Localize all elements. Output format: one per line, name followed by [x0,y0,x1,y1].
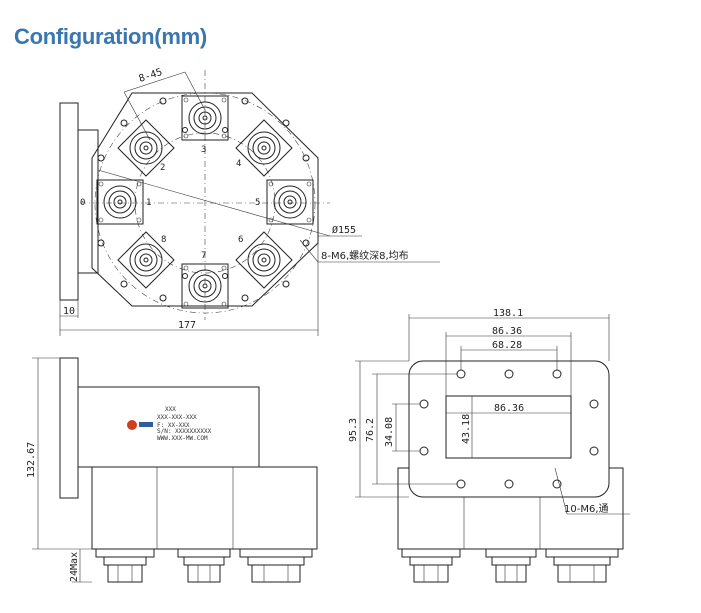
port-number-5: 5 [255,198,260,208]
port-number-6: 6 [238,235,243,245]
side-view: XXX XXX-XXX-XXX F: XX-XXX S/N: XXXXXXXXX… [26,357,318,583]
dim-h1-label: 95.3 [348,418,359,442]
angle-ext-line-2 [184,71,206,111]
port-7 [181,263,229,309]
page-title: Configuration(mm) [14,24,207,49]
mount-hole [282,280,290,288]
port-2 [117,119,175,177]
top-view: 0 1 2 3 4 5 6 7 8 8-45 Ø155 8-M6,螺纹深8,均布… [59,67,440,336]
dim-mid1-label: 86.36 [492,326,522,337]
mount-hole [97,239,105,247]
top-waveguide-body [77,129,99,274]
mount-hole [120,280,128,288]
inner-width-label: 86.36 [494,403,524,414]
max-label: 24Max [69,552,80,582]
front-connectors [401,548,619,583]
port-number-8: 8 [161,235,166,245]
mount-hole [120,119,128,127]
angle-dim-line [123,71,186,93]
mount-hole [159,97,167,105]
mount-hole [241,294,249,302]
top-flange-plate [59,102,79,301]
front-hole-label: 10-M6,通 [564,503,609,515]
height-label: 132.67 [26,442,37,478]
front-flange [408,360,610,498]
port-number-2: 2 [160,163,165,173]
waveguide-opening [445,395,572,459]
nameplate-line-4: S/N: XXXXXXXXXX [157,428,212,435]
mount-hole [159,294,167,302]
octagon-housing [91,92,319,307]
angle-label: 8-45 [138,67,164,85]
flange-label: 10 [63,306,75,317]
mount-hole [282,119,290,127]
mount-hole [302,239,310,247]
dim-mid2-label: 68.28 [492,340,522,351]
nameplate-line-3: F: XX-XXX [157,422,190,429]
nameplate-logo [127,420,153,430]
mounting-holes [97,97,310,302]
port-number-0: 0 [80,198,85,208]
mount-hole [182,273,188,279]
diameter-label: Ø155 [332,224,356,236]
mount-hole [97,154,105,162]
front-hole-leader [554,467,568,515]
mount-hole [222,127,228,133]
dim-h2-label: 76.2 [365,418,376,442]
nameplate-line-5: WWW.XXX-MW.COM [157,435,208,442]
side-filter-body [91,466,318,550]
mount-hole [222,273,228,279]
hole-spec-label: 8-M6,螺纹深8,均布 [321,249,409,262]
port-5 [266,179,314,225]
nameplate-line-1: XXX [165,406,176,413]
port-1 [96,179,144,225]
mount-hole [241,97,249,105]
inner-height-label: 43.18 [461,414,472,444]
side-connectors [95,548,313,583]
port-number-4: 4 [236,159,241,169]
angle-ext-line-1 [123,91,151,141]
front-view: 138.1 86.36 68.28 86.36 43.18 95.3 76.2 … [348,308,630,583]
mount-hole [182,127,188,133]
port-3 [181,95,229,141]
mount-hole [302,154,310,162]
port-4 [235,119,293,177]
dim-top-label: 138.1 [493,308,523,319]
side-flange-plate [59,357,79,499]
port-number-1: 1 [146,198,151,208]
port-number-7: 7 [201,251,206,261]
port-6 [235,231,293,289]
port-number-3: 3 [201,145,206,155]
width-label: 177 [178,320,196,331]
nameplate-line-2: XXX-XXX-XXX [157,414,197,421]
dim-h3-label: 34.08 [384,417,395,447]
port-8 [117,231,175,289]
diameter-leader [97,169,331,237]
